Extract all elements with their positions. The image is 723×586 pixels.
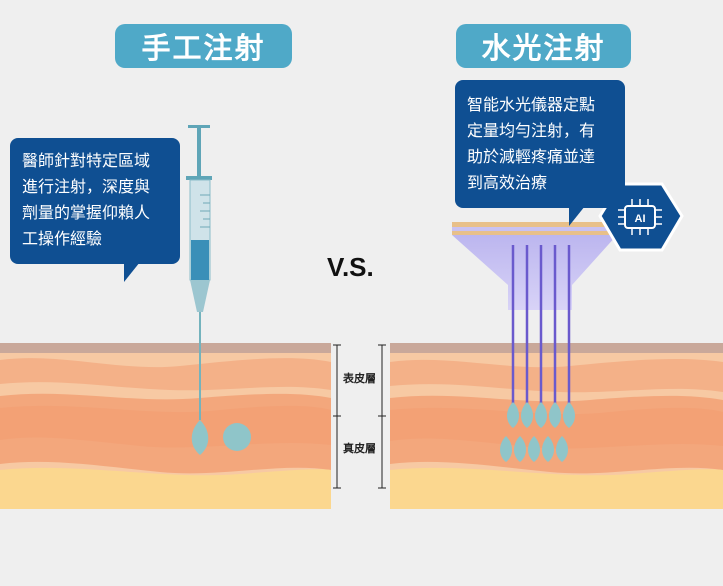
bubble-line: 助於減輕疼痛並達 [467, 147, 596, 166]
skin-right [390, 343, 723, 509]
dermis-label: 真皮層 [343, 442, 376, 455]
depth-scale [333, 344, 386, 489]
vs-label: V.S. [327, 252, 374, 282]
bubble-line: 醫師針對特定區域 [22, 151, 151, 170]
syringe-icon [186, 125, 251, 455]
bubble-manual-description: 醫師針對特定區域 進行注射，深度與 劑量的掌握仰賴人 工操作經驗 [10, 138, 180, 282]
skin-left [0, 343, 331, 509]
bubble-line: 工操作經驗 [22, 229, 103, 248]
title-hydro-injection: 水光注射 [456, 24, 631, 68]
bubble-hydro-description: 智能水光儀器定點 定量均勻注射，有 助於減輕疼痛並達 到高效治療 [455, 80, 625, 226]
epidermis-label: 表皮層 [343, 372, 376, 385]
bubble-line: 到高效治療 [467, 173, 548, 192]
bubble-line: 定量均勻注射，有 [467, 121, 596, 140]
bubble-line: 劑量的掌握仰賴人 [22, 203, 151, 222]
bubble-line: 進行注射，深度與 [22, 177, 151, 196]
title-manual-injection: 手工注射 [115, 24, 292, 68]
ai-chip-label: AI [635, 213, 646, 225]
bubble-line: 智能水光儀器定點 [467, 95, 596, 114]
hydro-device-icon [452, 222, 617, 462]
